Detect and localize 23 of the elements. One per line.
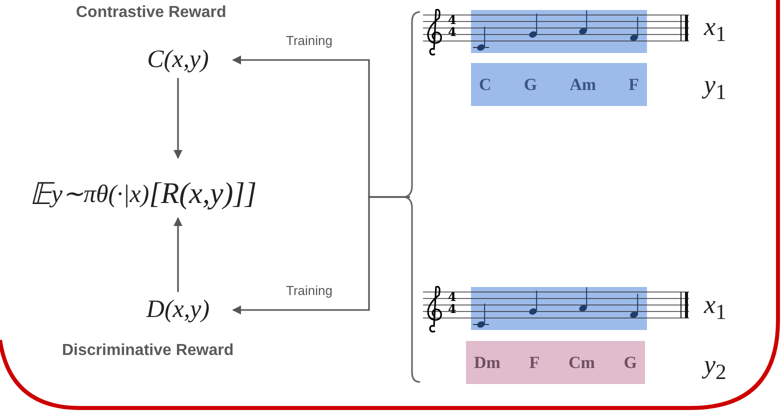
math-expression: D(x,y) (128, 292, 228, 328)
chord-name: Cm (568, 352, 595, 372)
variable-label: x$_{1}$ (704, 290, 726, 326)
chord-name: Am (570, 74, 596, 94)
chord-name: G (524, 74, 538, 94)
chord-box (466, 341, 645, 384)
math-expression: C(x,y) (128, 42, 228, 78)
arrow (232, 196, 410, 314)
section-heading: Contrastive Reward (76, 4, 226, 22)
variable-label: y$_{2}$ (704, 350, 726, 386)
edge-label: Training (284, 33, 334, 48)
chord-name: C (479, 74, 492, 94)
variable-label: y$_{1}$ (704, 70, 726, 106)
chord-name: G (624, 352, 637, 372)
chord-name: Dm (474, 352, 500, 372)
edge-label: Training (284, 283, 334, 298)
chord-name: F (529, 352, 540, 372)
chord-box (471, 63, 647, 106)
arrow (174, 78, 182, 159)
arrow (174, 217, 182, 292)
section-heading: Discriminative Reward (62, 342, 234, 360)
variable-label: x$_{1}$ (704, 12, 726, 48)
chord-name: F (628, 74, 639, 94)
